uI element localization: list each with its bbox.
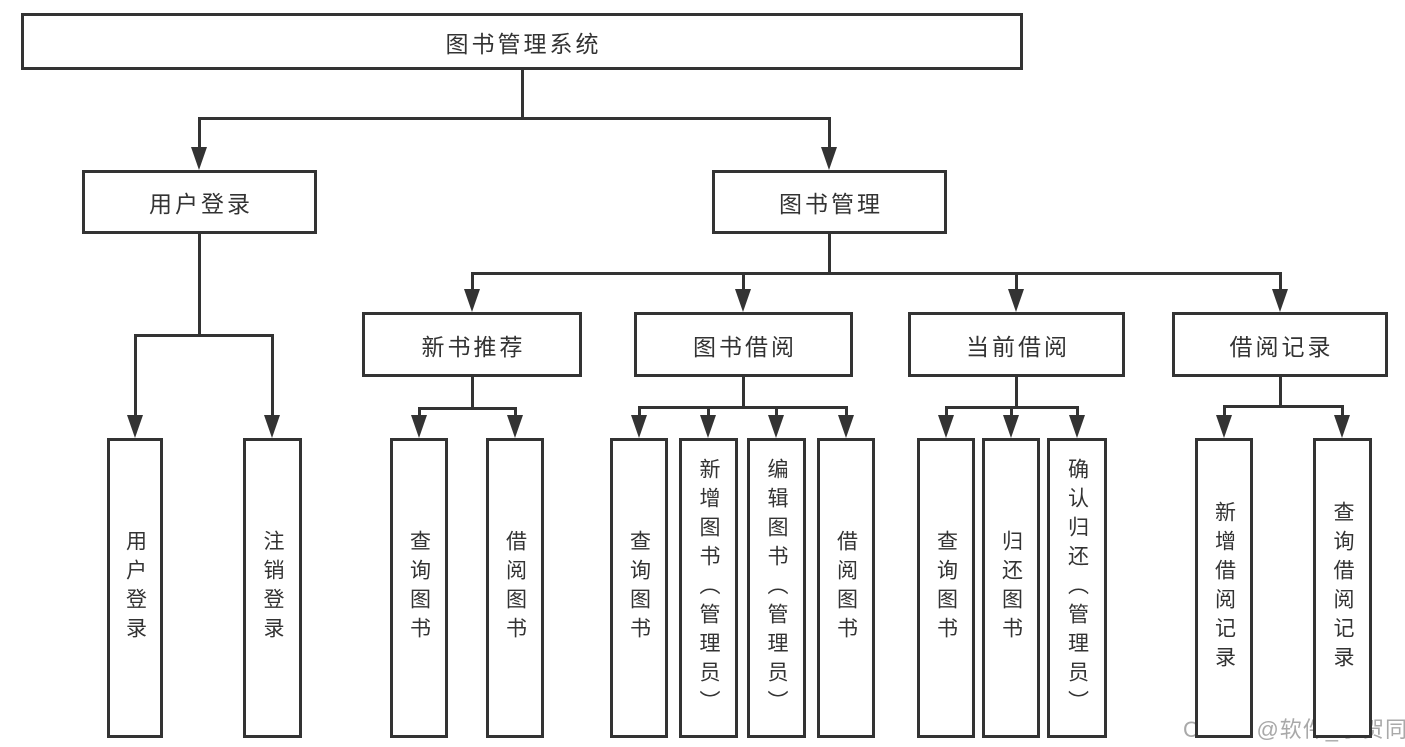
node-leaf-br-add-record: 新增借阅记录 xyxy=(1195,438,1253,738)
connector-line xyxy=(470,271,1282,275)
arrowhead-down-icon xyxy=(768,415,784,438)
node-leaf-user-login: 用户登录 xyxy=(107,438,163,738)
node-user-login-module: 用户登录 xyxy=(82,170,317,234)
connector-line xyxy=(197,118,201,150)
arrowhead-down-icon xyxy=(191,147,207,170)
node-label: 确认归还（管理员） xyxy=(1065,457,1089,719)
node-label: 借阅图书 xyxy=(503,530,527,646)
node-leaf-bb-query-book: 查询图书 xyxy=(610,438,668,738)
connector-line xyxy=(1278,273,1282,292)
node-label: 新增图书（管理员） xyxy=(697,457,720,719)
connector-line xyxy=(944,407,948,418)
node-book-borrowing: 图书借阅 xyxy=(634,312,853,377)
connector-line xyxy=(197,116,831,120)
arrowhead-down-icon xyxy=(1008,289,1024,312)
node-leaf-nb-query-book: 查询图书 xyxy=(390,438,448,738)
node-label: 图书管理 xyxy=(779,191,883,217)
arrowhead-down-icon xyxy=(1272,289,1288,312)
connector-line xyxy=(1222,406,1226,418)
node-label: 用户登录 xyxy=(123,530,147,646)
connector-line xyxy=(741,377,745,409)
node-current-borrowing: 当前借阅 xyxy=(908,312,1125,377)
node-label: 图书借阅 xyxy=(693,333,797,360)
node-label: 编辑图书（管理员） xyxy=(765,457,788,719)
arrowhead-down-icon xyxy=(1216,415,1232,438)
node-leaf-nb-borrow-book: 借阅图书 xyxy=(486,438,544,738)
connector-line xyxy=(513,408,517,418)
connector-line xyxy=(774,407,778,418)
arrowhead-down-icon xyxy=(127,415,143,438)
connector-line xyxy=(133,335,137,418)
connector-line xyxy=(827,234,831,275)
arrowhead-down-icon xyxy=(821,147,837,170)
arrowhead-down-icon xyxy=(838,415,854,438)
arrowhead-down-icon xyxy=(464,289,480,312)
node-label: 查询图书 xyxy=(627,530,651,646)
node-label: 查询图书 xyxy=(934,530,958,646)
node-leaf-cb-query-book: 查询图书 xyxy=(917,438,975,738)
connector-line xyxy=(417,406,517,410)
node-label: 查询图书 xyxy=(407,530,431,646)
connector-line xyxy=(827,118,831,150)
node-label: 借阅图书 xyxy=(834,530,858,646)
arrowhead-down-icon xyxy=(1334,415,1350,438)
node-leaf-cb-confirm-return: 确认归还（管理员） xyxy=(1047,438,1107,738)
node-label: 查询借阅记录 xyxy=(1331,501,1354,675)
node-new-book-recommend: 新书推荐 xyxy=(362,312,582,377)
node-leaf-logout: 注销登录 xyxy=(243,438,302,738)
connector-line xyxy=(197,234,201,337)
node-leaf-cb-return-book: 归还图书 xyxy=(982,438,1040,738)
connector-line xyxy=(1340,406,1344,418)
connector-line xyxy=(133,333,274,337)
arrowhead-down-icon xyxy=(1003,415,1019,438)
node-system-root: 图书管理系统 xyxy=(21,13,1023,70)
node-label: 新书推荐 xyxy=(421,333,526,360)
arrowhead-down-icon xyxy=(938,415,954,438)
arrowhead-down-icon xyxy=(700,415,716,438)
arrowhead-down-icon xyxy=(1069,415,1085,438)
node-label: 图书管理系统 xyxy=(445,30,602,57)
connector-line xyxy=(1222,404,1344,408)
connector-line xyxy=(1009,407,1013,418)
node-label: 注销登录 xyxy=(261,530,284,646)
arrowhead-down-icon xyxy=(631,415,647,438)
node-label: 新增借阅记录 xyxy=(1212,501,1236,675)
node-leaf-bb-borrow-book: 借阅图书 xyxy=(817,438,875,738)
node-label: 借阅记录 xyxy=(1229,333,1334,360)
connector-line xyxy=(637,407,641,418)
connector-line xyxy=(844,407,848,418)
arrowhead-down-icon xyxy=(507,415,523,438)
connector-line xyxy=(470,273,474,292)
connector-line xyxy=(470,377,474,410)
connector-line xyxy=(706,407,710,418)
arrowhead-down-icon xyxy=(264,415,280,438)
arrowhead-down-icon xyxy=(411,415,427,438)
connector-line xyxy=(637,405,848,409)
node-leaf-br-query-record: 查询借阅记录 xyxy=(1313,438,1372,738)
connector-line xyxy=(417,408,421,418)
node-label: 用户登录 xyxy=(149,191,253,217)
connector-line xyxy=(1014,377,1018,409)
connector-line xyxy=(270,335,274,418)
node-label: 当前借阅 xyxy=(966,333,1070,360)
connector-line xyxy=(1075,407,1079,418)
arrowhead-down-icon xyxy=(735,289,751,312)
connector-line xyxy=(1014,273,1018,292)
node-book-management: 图书管理 xyxy=(712,170,947,234)
node-label: 归还图书 xyxy=(999,530,1023,646)
node-leaf-bb-add-book: 新增图书（管理员） xyxy=(679,438,738,738)
node-leaf-bb-edit-book: 编辑图书（管理员） xyxy=(747,438,806,738)
connector-line xyxy=(520,70,524,120)
connector-line xyxy=(741,273,745,292)
node-borrowing-records: 借阅记录 xyxy=(1172,312,1388,377)
connector-line xyxy=(1278,377,1282,408)
